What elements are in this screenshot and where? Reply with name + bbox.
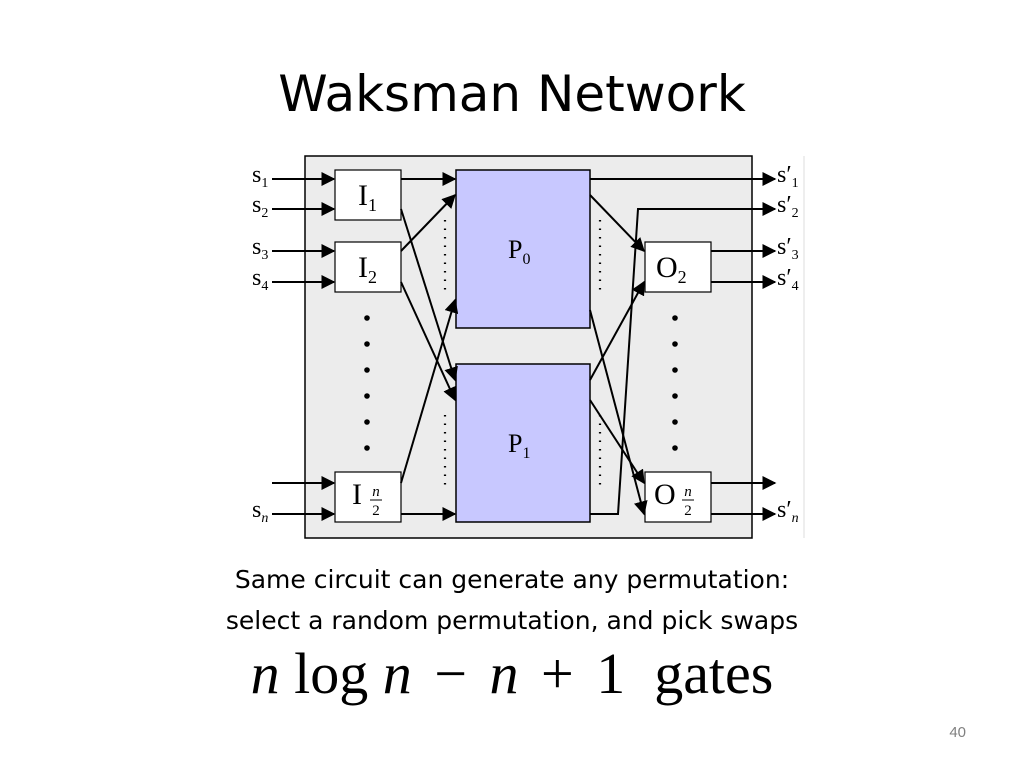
formula-log: log — [294, 641, 369, 706]
input-switch-n2-box — [334, 471, 402, 523]
output-switch-n2-label: O — [654, 478, 676, 511]
input-switch-n2-frac-num: n — [372, 484, 380, 500]
output-label-2: s′2 — [777, 192, 799, 221]
subnetwork-p0-label: P0 — [508, 235, 530, 268]
input-switch-1-box — [334, 169, 402, 221]
subnetwork-p1-label: P1 — [508, 429, 530, 462]
ellipsis-dots — [364, 315, 678, 451]
slide-title: Waksman Network — [278, 65, 746, 123]
formula-one: 1 — [596, 641, 626, 706]
input-to-subnetwork-wires — [400, 172, 459, 521]
subnetwork-to-output-wires — [589, 172, 777, 521]
subnetwork-p1-box — [455, 363, 591, 523]
input-switch-2-box — [334, 241, 402, 293]
input-label-2: s2 — [252, 192, 268, 221]
input-label-1: s1 — [252, 162, 268, 191]
caption-line-1: Same circuit can generate any permutatio… — [234, 565, 790, 594]
formula-n-3: n — [489, 641, 519, 706]
subnetwork-p0-box — [455, 169, 591, 329]
input-switch-2-label: I2 — [358, 251, 377, 287]
formula-n-1: n — [250, 641, 280, 706]
formula-plus: + — [540, 641, 574, 706]
vertical-dotted-lines — [443, 220, 602, 490]
caption-line-2: select a random permutation, and pick sw… — [225, 606, 799, 635]
output-switch-2-box — [644, 241, 712, 293]
output-label-1: s′1 — [777, 162, 799, 191]
input-label-n: sn — [252, 497, 268, 526]
page-number: 40 — [949, 724, 966, 741]
output-label-n: s′n — [777, 497, 799, 526]
output-switch-n2-frac-den: 2 — [684, 503, 692, 519]
output-label-4: s′4 — [777, 265, 799, 294]
input-label-3: s3 — [252, 234, 268, 263]
waksman-network-diagram: s1 s2 s3 s4 sn s′1 s′2 s′3 s′4 s′n I1 I2… — [252, 155, 805, 539]
input-switch-n2-label: I — [352, 478, 362, 511]
input-switch-n2-frac-den: 2 — [372, 503, 380, 519]
formula-minus: − — [434, 641, 467, 706]
output-switch-n2-box — [644, 471, 712, 523]
gate-count-formula: n log n − n + 1 gates — [0, 634, 1024, 714]
formula-n-2: n — [382, 641, 412, 706]
input-switch-1-label: I1 — [358, 179, 377, 215]
input-label-4: s4 — [252, 265, 268, 294]
input-wires — [272, 172, 336, 521]
output-switch-2-label: O2 — [656, 251, 687, 287]
output-switch-n2-frac-num: n — [684, 484, 692, 500]
output-label-3: s′3 — [777, 234, 799, 263]
formula-gates: gates — [654, 641, 774, 706]
